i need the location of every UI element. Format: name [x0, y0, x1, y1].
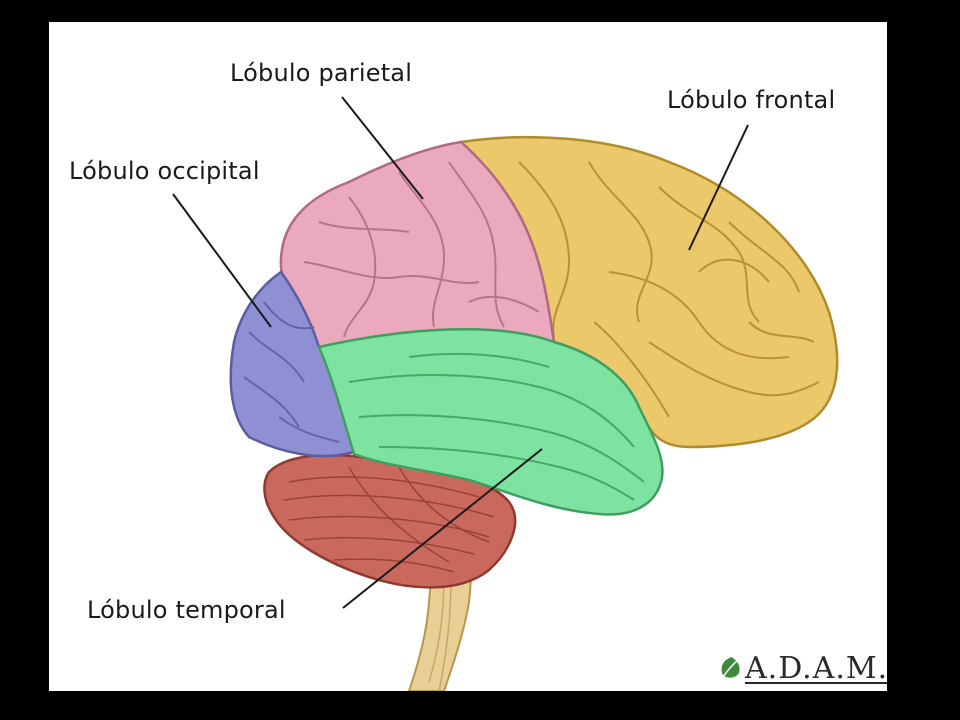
leader-lines: [172, 96, 749, 609]
leader-line-occipital: [172, 193, 272, 328]
adam-logo: A.D.A.M.: [717, 650, 887, 686]
parietal-gyri: [303, 161, 540, 338]
brain-diagram: [172, 96, 839, 691]
frontal-gyri: [518, 161, 820, 418]
label-frontal-lobe: Lóbulo frontal: [667, 86, 836, 114]
label-parietal-lobe: Lóbulo parietal: [230, 59, 413, 87]
label-temporal-lobe: Lóbulo temporal: [87, 596, 286, 624]
occipital-gyri: [243, 301, 340, 443]
label-occipital-lobe: Lóbulo occipital: [69, 157, 260, 185]
leaf-icon: [721, 657, 740, 678]
logo-text: A.D.A.M.: [745, 650, 887, 686]
occipital-lobe: [229, 270, 356, 458]
cerebellum-folds: [283, 466, 495, 573]
logo-underline: [745, 682, 887, 684]
leader-line-frontal: [688, 124, 749, 251]
temporal-gyri: [348, 353, 645, 501]
leader-line-temporal: [342, 448, 543, 609]
leader-line-parietal: [341, 96, 424, 200]
diagram-panel: Lóbulo parietal Lóbulo frontal Lóbulo oc…: [49, 22, 887, 691]
